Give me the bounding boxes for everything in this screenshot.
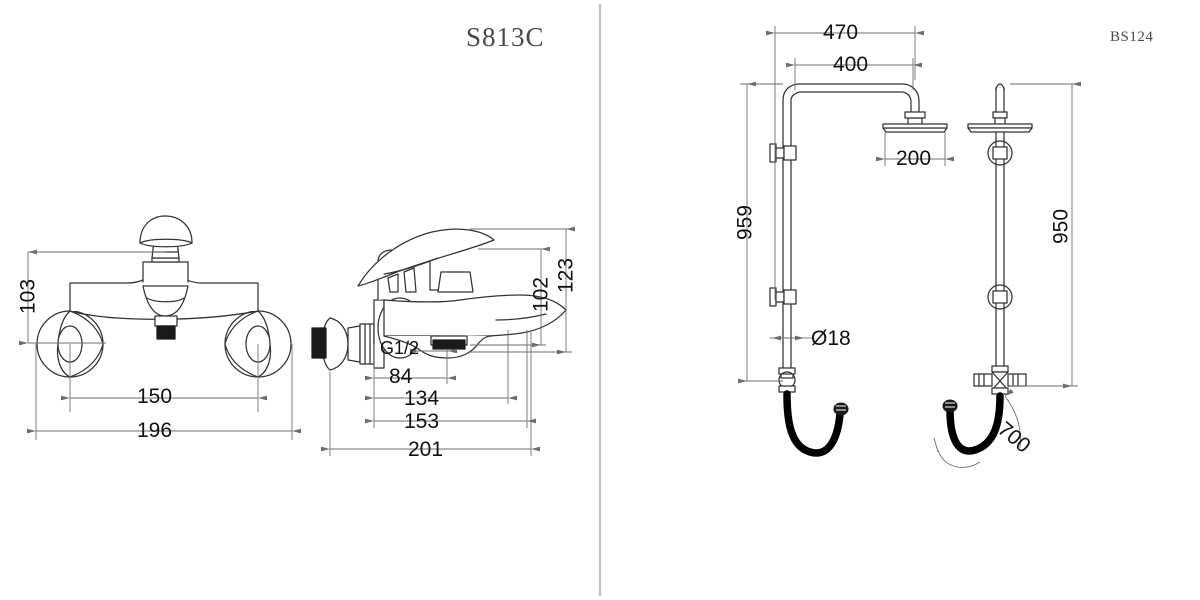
dim-side-134: 134 <box>404 387 440 410</box>
left-panel-title: S813C <box>466 22 545 52</box>
dim-riser-950: 950 <box>1049 208 1073 245</box>
dim-front-center-150: 150 <box>137 385 173 408</box>
dim-side-153: 153 <box>404 410 440 433</box>
dim-side-84: 84 <box>389 365 413 388</box>
mixer-front-geometry <box>36 215 292 378</box>
shower-column-front-geometry <box>769 83 948 393</box>
dim-front-width-196: 196 <box>137 419 173 442</box>
shower-hose-front <box>783 390 844 457</box>
shower-hose-side <box>946 392 1004 455</box>
right-panel-code: BS124 <box>1110 29 1154 45</box>
shower-column-side-geometry <box>967 83 1033 395</box>
dim-side-201: 201 <box>408 438 444 461</box>
dim-arm-400: 400 <box>833 53 869 76</box>
dim-riser-959: 959 <box>733 204 757 241</box>
dim-head-200: 200 <box>896 147 932 170</box>
dim-side-height-102: 102 <box>529 276 553 313</box>
mixer-side-geometry <box>311 228 567 371</box>
mixer-side-dimensions <box>321 226 575 456</box>
mixer-front-dimensions <box>19 249 301 440</box>
dim-thread-g12: G1/2 <box>380 338 420 358</box>
dim-side-height-123: 123 <box>554 257 578 294</box>
shower-side-dimensions <box>933 81 1081 468</box>
shower-front-dimensions <box>738 26 954 384</box>
dim-arm-470: 470 <box>823 21 859 44</box>
dim-tube-diameter-18: Ø18 <box>811 327 851 350</box>
dim-front-height-103: 103 <box>16 278 40 315</box>
